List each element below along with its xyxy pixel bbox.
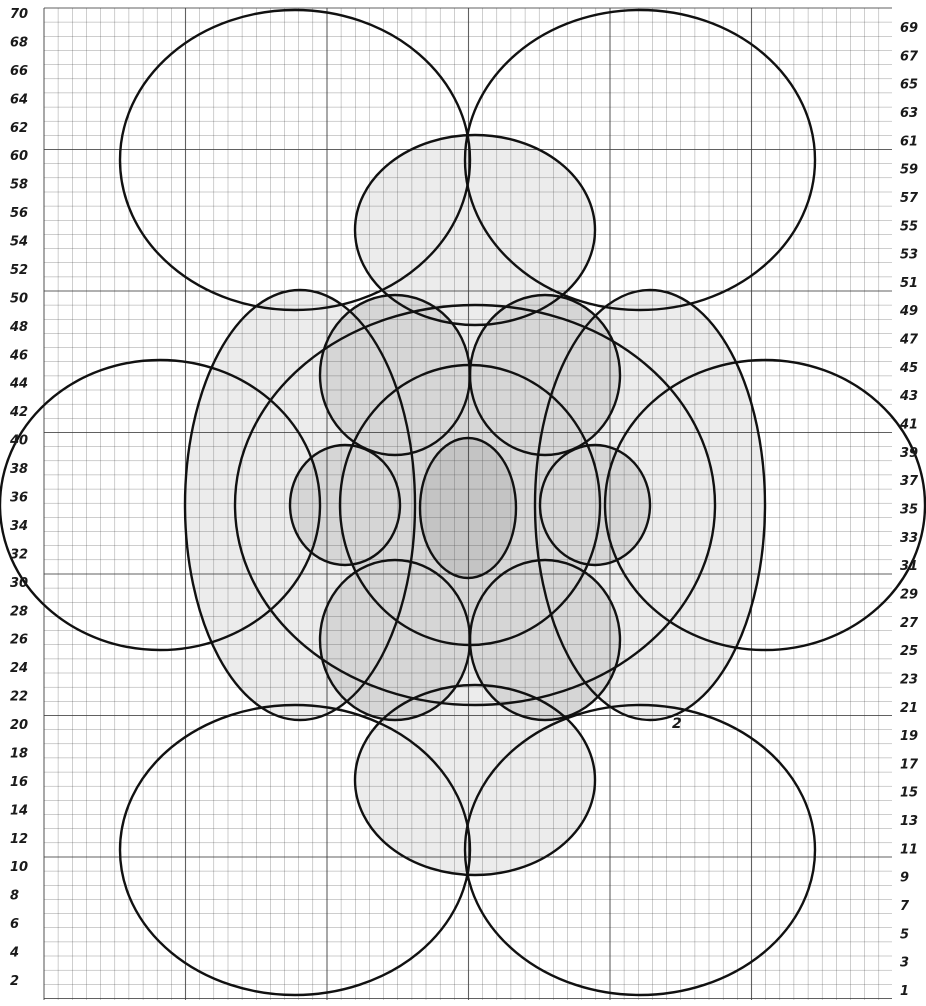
left-row-number: 54: [10, 235, 28, 250]
left-row-numbers: 7068666462605856545250484644424038363432…: [9, 7, 28, 989]
right-row-number: 27: [900, 616, 919, 631]
right-row-number: 5: [900, 927, 909, 942]
left-row-number: 8: [10, 889, 19, 904]
left-row-number: 18: [10, 747, 28, 762]
left-row-number: 50: [10, 291, 28, 306]
right-row-number: 47: [899, 333, 919, 348]
right-row-numbers: 6967656361595755535149474543413937353331…: [899, 21, 919, 999]
right-row-number: 17: [900, 757, 919, 772]
left-row-number: 32: [10, 547, 28, 562]
left-row-number: 24: [10, 661, 28, 676]
right-row-number: 37: [900, 474, 919, 489]
left-row-number: 40: [9, 434, 28, 449]
right-row-number: 63: [900, 106, 918, 121]
right-row-number: 51: [900, 276, 918, 291]
right-row-number: 7: [900, 899, 910, 914]
left-row-number: 44: [9, 377, 28, 392]
right-row-number: 33: [900, 531, 918, 546]
left-row-number: 26: [10, 633, 28, 648]
right-row-number: 53: [900, 248, 918, 263]
left-row-number: 48: [9, 320, 28, 335]
right-row-number: 23: [900, 672, 918, 687]
right-row-number: 31: [900, 559, 918, 574]
right-row-number: 19: [900, 729, 918, 744]
left-row-number: 6: [10, 917, 19, 932]
left-row-number: 10: [10, 860, 28, 875]
right-row-number: 65: [900, 78, 918, 93]
left-row-number: 36: [10, 491, 28, 506]
flower-shapes: [0, 10, 925, 995]
right-row-number: 49: [899, 304, 918, 319]
left-row-number: 68: [10, 35, 28, 50]
right-row-number: 21: [900, 701, 918, 716]
left-row-number: 14: [10, 803, 28, 818]
left-row-number: 38: [10, 462, 28, 477]
left-row-number: 56: [10, 206, 28, 221]
right-row-number: 67: [900, 49, 919, 64]
right-row-number: 69: [900, 21, 918, 36]
right-row-number: 61: [900, 134, 918, 149]
left-row-number: 30: [10, 576, 28, 591]
right-row-number: 3: [900, 956, 909, 971]
left-row-number: 4: [9, 946, 19, 961]
left-row-number: 16: [10, 775, 28, 790]
right-row-number: 55: [900, 219, 918, 234]
left-row-number: 64: [10, 92, 28, 107]
right-row-number: 45: [899, 361, 918, 376]
right-row-number: 1: [900, 984, 909, 999]
right-row-number: 41: [899, 418, 918, 433]
right-row-number: 57: [900, 191, 919, 206]
left-row-number: 66: [10, 64, 28, 79]
left-row-number: 2: [10, 974, 19, 989]
right-row-number: 15: [900, 786, 918, 801]
right-row-number: 35: [900, 503, 918, 518]
left-row-number: 20: [10, 718, 28, 733]
left-row-number: 52: [10, 263, 28, 278]
right-row-number: 25: [900, 644, 918, 659]
right-row-number: 39: [900, 446, 918, 461]
right-row-number: 13: [900, 814, 918, 829]
left-row-number: 62: [10, 121, 28, 136]
left-row-number: 34: [10, 519, 28, 534]
right-row-number: 59: [900, 163, 918, 178]
left-row-number: 42: [9, 405, 28, 420]
right-row-number: 9: [900, 871, 909, 886]
start-mark: 2: [672, 716, 682, 732]
left-row-number: 46: [9, 348, 28, 363]
left-row-number: 28: [10, 604, 28, 619]
right-row-number: 29: [900, 588, 918, 603]
left-row-number: 60: [10, 149, 28, 164]
left-row-number: 12: [10, 832, 28, 847]
right-row-number: 11: [900, 842, 918, 857]
left-row-number: 22: [10, 690, 28, 705]
left-row-number: 58: [10, 178, 28, 193]
right-row-number: 43: [899, 389, 918, 404]
left-row-number: 70: [10, 7, 28, 22]
